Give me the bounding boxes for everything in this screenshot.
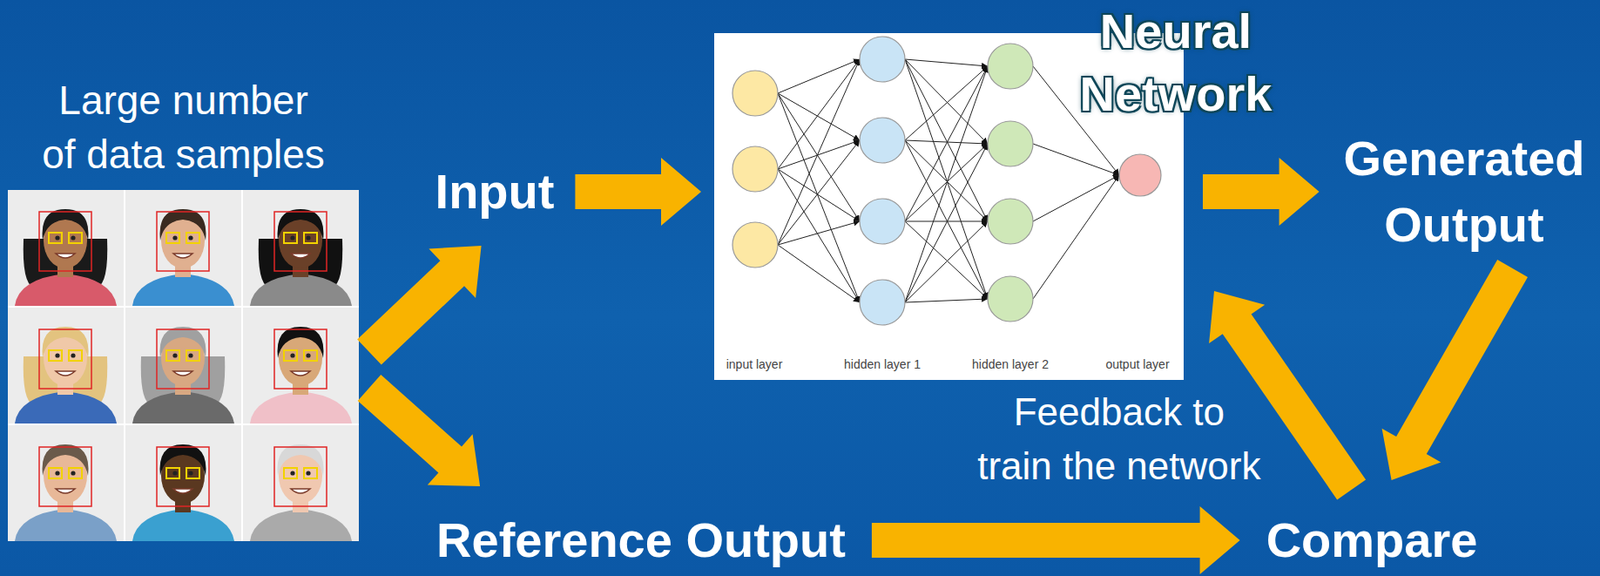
block-arrow bbox=[1202, 157, 1320, 226]
face-grid bbox=[7, 189, 359, 541]
drawing-path bbox=[777, 221, 860, 245]
layer-caption: hidden layer 2 bbox=[972, 357, 1049, 372]
network-links bbox=[777, 59, 1120, 303]
drawing-path bbox=[904, 298, 988, 303]
drawing-circle bbox=[859, 279, 905, 325]
drawing-path bbox=[777, 244, 860, 303]
edge-label: Feedback to train the network bbox=[972, 384, 1265, 493]
drawing-path bbox=[904, 221, 988, 303]
drawing-path bbox=[777, 140, 860, 169]
drawing-path bbox=[904, 66, 988, 141]
node-title: Input bbox=[435, 163, 555, 220]
drawing-path bbox=[777, 93, 860, 141]
face-photo bbox=[125, 189, 242, 306]
node-title: Neural Network bbox=[1071, 0, 1282, 126]
block-arrow bbox=[1382, 259, 1528, 480]
compare-label: Compare bbox=[1266, 512, 1479, 568]
face-photo bbox=[243, 307, 359, 424]
layer-caption: output layer bbox=[1105, 357, 1169, 372]
layer-caption: input layer bbox=[726, 357, 784, 372]
reference-label: Reference Output bbox=[436, 512, 846, 568]
drawing-circle bbox=[859, 36, 905, 82]
node-title: Compare bbox=[1266, 512, 1479, 568]
drawing-circle bbox=[859, 117, 905, 163]
drawing-path bbox=[904, 59, 988, 222]
drawing-path bbox=[904, 66, 988, 222]
output-label: Generated Output bbox=[1335, 125, 1594, 258]
drawing-path bbox=[904, 143, 988, 222]
face-photo bbox=[125, 425, 242, 541]
face-photo bbox=[7, 307, 124, 424]
drawing-path bbox=[904, 66, 988, 303]
drawing-circle bbox=[987, 198, 1033, 244]
block-arrow bbox=[871, 506, 1241, 574]
drawing-path bbox=[904, 140, 988, 299]
face-photo bbox=[7, 189, 124, 306]
drawing-path bbox=[1032, 175, 1120, 299]
drawing-circle bbox=[1119, 154, 1162, 196]
block-arrow bbox=[574, 157, 702, 226]
drawing-path bbox=[904, 59, 988, 299]
drawing-path bbox=[777, 168, 860, 303]
network-panel: Neural Network bbox=[714, 33, 1184, 380]
node-title: Large number of data samples bbox=[39, 73, 328, 182]
face-photo bbox=[7, 425, 124, 541]
drawing-circle bbox=[987, 43, 1033, 89]
block-arrow bbox=[357, 245, 481, 365]
drawing-path bbox=[777, 168, 860, 222]
input-label: Input bbox=[435, 163, 555, 220]
face-photo bbox=[243, 425, 359, 541]
drawing-path bbox=[777, 140, 860, 245]
drawing-path bbox=[777, 59, 860, 245]
grid-ground bbox=[7, 189, 359, 541]
drawing-path bbox=[777, 93, 860, 222]
drawing-circle bbox=[732, 146, 778, 192]
sample-set: Large number of data samples bbox=[7, 73, 359, 541]
face-photo bbox=[243, 189, 359, 306]
drawing-path bbox=[777, 93, 860, 303]
drawing-path bbox=[904, 59, 988, 67]
drawing-circle bbox=[732, 222, 778, 268]
face-photo bbox=[125, 307, 242, 424]
drawing-path bbox=[904, 221, 988, 223]
drawing-path bbox=[1032, 175, 1120, 222]
drawing-path bbox=[904, 140, 988, 222]
drawing-path bbox=[1032, 143, 1120, 176]
layer-caption: hidden layer 1 bbox=[843, 357, 921, 372]
drawing-circle bbox=[987, 121, 1033, 167]
drawing-circle bbox=[987, 276, 1033, 322]
node-title: Reference Output bbox=[436, 512, 846, 568]
drawing-circle bbox=[732, 70, 778, 116]
drawing-path bbox=[904, 143, 988, 303]
drawing-circle bbox=[859, 198, 905, 244]
node-title: Generated Output bbox=[1335, 125, 1594, 258]
block-arrow bbox=[357, 374, 480, 487]
